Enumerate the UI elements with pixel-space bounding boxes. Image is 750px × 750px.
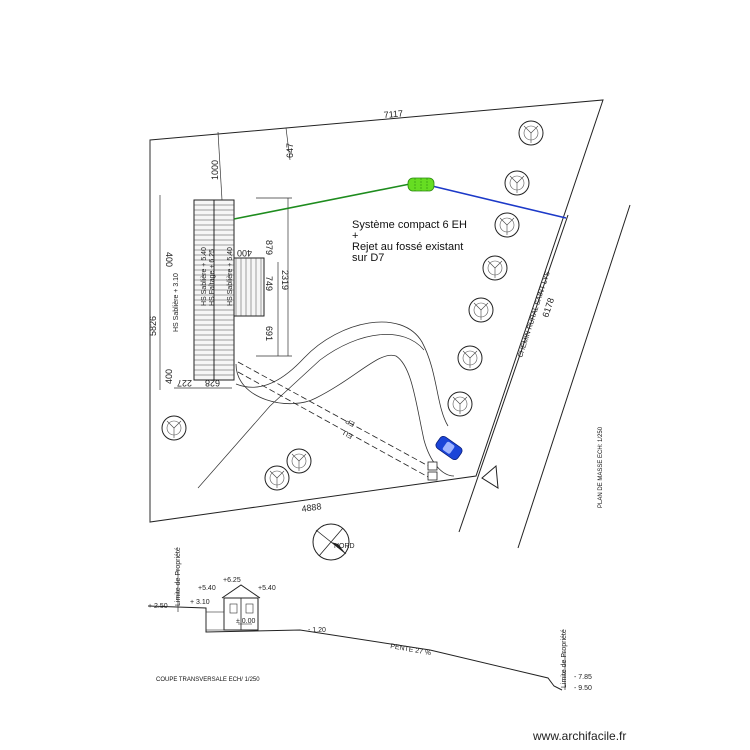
car-icon [435, 435, 463, 461]
dim-749: 749 [264, 276, 274, 291]
level-000: ± 0.00 [236, 618, 256, 625]
section-title: COUPE TRANSVERSALE ECH/ 1/250 [156, 677, 260, 683]
label-eu: EU [342, 428, 354, 439]
limit-right-label: Limite de Propriété [561, 629, 568, 688]
level-625: +6.25 [223, 577, 241, 584]
limit-left-label: Limite de Propriété [175, 547, 182, 606]
cross-section: Limite de Propriété Limite de Propriété … [147, 547, 592, 692]
tree-icon [264, 465, 290, 491]
driveway-outer [235, 354, 455, 477]
level-950: - 9.50 [574, 685, 592, 692]
note-line-3: Rejet au fossé existant [352, 241, 463, 253]
system-note: Système compact 6 EH + Rejet au fossé ex… [352, 219, 467, 264]
tree-icon [447, 391, 473, 417]
dim-227: 227 [177, 378, 192, 388]
tree-icon [518, 120, 544, 146]
dim-left: 5826 [148, 316, 158, 336]
green-pipe [233, 183, 411, 220]
plan-title: PLAN DE MASSE ECH: 1/250 [598, 426, 604, 508]
dim-bottom: 4888 [301, 501, 322, 514]
dim-top: 7117 [383, 108, 403, 120]
access-triangle-icon [481, 464, 499, 489]
label-ep: EP [344, 417, 356, 428]
level-250: + 2.50 [148, 603, 168, 610]
tree-icon [494, 212, 520, 238]
level-310: + 3.10 [190, 599, 210, 606]
dim-691: 691 [264, 326, 274, 341]
dim-400-base: 400 [164, 369, 174, 384]
drain-line-ep [237, 361, 433, 469]
inspection-box-1 [427, 461, 438, 471]
dim-400-left: 400 [164, 252, 174, 267]
note-line-2: + [352, 230, 358, 242]
label-hs-sabliere-310: HS Sablière + 3.10 [173, 273, 180, 332]
inspection-box-2 [427, 471, 438, 481]
slope-label: PENTE 27 % [390, 643, 432, 657]
tree-icon [161, 415, 187, 441]
septic-tank [407, 177, 435, 192]
label-hs-faitage-625: HS Faîtage + 6.25 [209, 249, 216, 306]
blue-pipe [431, 185, 567, 219]
tree-icon [286, 448, 312, 474]
level-120: - 1.20 [308, 627, 326, 634]
north-arrow-icon: NORD [312, 523, 355, 561]
driveway-inner [235, 321, 449, 427]
dim-647: 647 [285, 143, 295, 158]
tree-icon [457, 345, 483, 371]
tree-icon [504, 170, 530, 196]
note-line-1: Système compact 6 EH [352, 219, 467, 231]
level-540-a: +5.40 [198, 585, 216, 592]
dim-628: 628 [205, 378, 220, 388]
house-roof-hatched [193, 199, 265, 381]
label-hs-sabliere-540-a: HS Sablière + 5.40 [201, 247, 208, 306]
dim-879: 879 [264, 240, 274, 255]
dim-2319: 2319 [280, 270, 290, 290]
road-edge-left [458, 214, 569, 533]
road-edge-right [517, 204, 631, 549]
tree-icon [482, 255, 508, 281]
dim-400-annex: 400 [237, 248, 252, 258]
tree-icon [468, 297, 494, 323]
level-540-b: +5.40 [258, 585, 276, 592]
dim-1000: 1000 [210, 160, 220, 180]
drain-line-eu [237, 371, 431, 479]
north-label: NORD [334, 543, 355, 550]
note-line-4: sur D7 [352, 252, 384, 264]
watermark: www.archifacile.fr [532, 729, 626, 743]
label-hs-sabliere-540-b: HS Sablière + 5.40 [227, 247, 234, 306]
section-house [205, 584, 261, 631]
level-785: - 7.85 [574, 674, 592, 681]
